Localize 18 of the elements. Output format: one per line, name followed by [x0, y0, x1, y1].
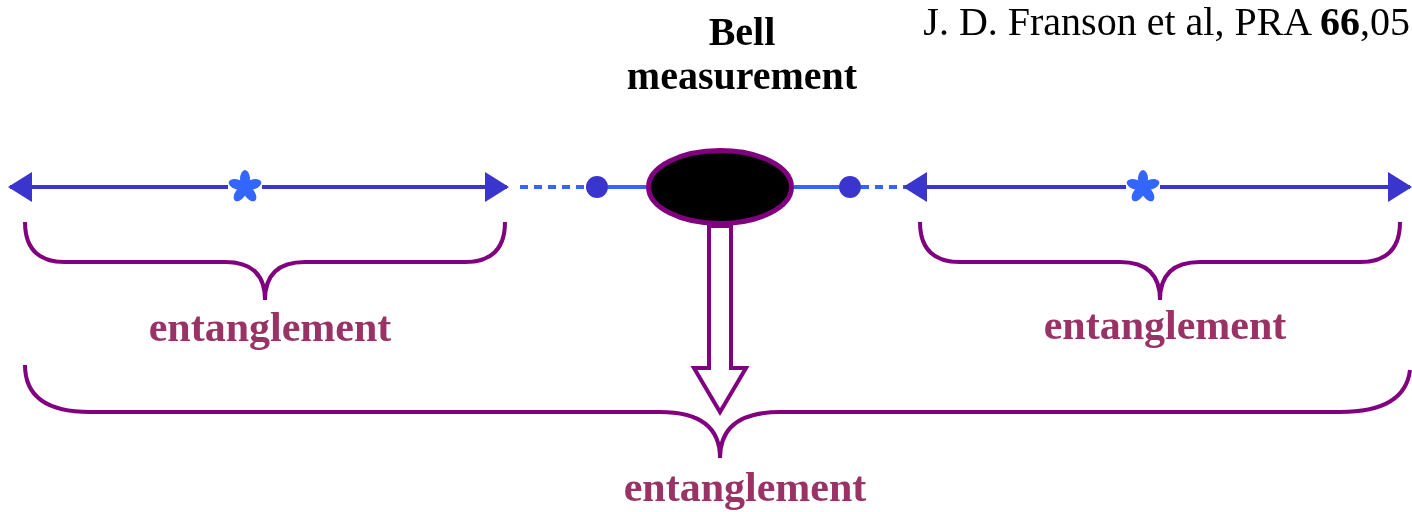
connector-line	[794, 185, 839, 189]
asterisk-icon	[1126, 170, 1160, 204]
arrow	[903, 172, 1126, 202]
dot	[839, 176, 861, 198]
arrow	[262, 172, 509, 202]
brace-label: entanglement	[1042, 301, 1288, 350]
block-arrow	[690, 224, 750, 416]
connector-line	[520, 185, 586, 189]
arrow	[8, 172, 228, 202]
citation-text: J. D. Franson et al, PRA 66,05	[923, 0, 1410, 46]
connector-line	[608, 185, 646, 189]
brace-label: entanglement	[147, 303, 393, 352]
asterisk-icon	[228, 170, 262, 204]
dot	[586, 176, 608, 198]
connector-line	[861, 185, 905, 189]
brace-label: entanglement	[622, 466, 868, 508]
node-heading: Bell measurement	[625, 10, 859, 98]
arrow	[1160, 172, 1412, 202]
